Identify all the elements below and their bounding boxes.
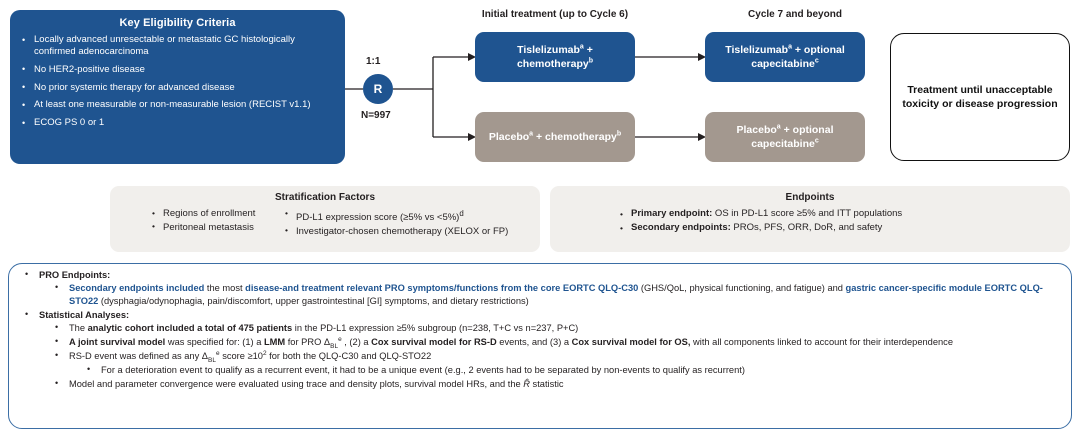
pro-list: PRO Endpoints: Secondary endpoints inclu…	[17, 268, 1063, 391]
list-item: PD-L1 expression score (≥5% vs <5%)d	[283, 207, 540, 225]
list-item: No HER2-positive disease	[20, 63, 335, 76]
stat-item: The analytic cohort included a total of …	[17, 321, 1063, 335]
list-item: Secondary endpoints: PROs, PFS, ORR, DoR…	[618, 221, 1070, 235]
arm-label: Placeboa + chemotherapyb	[488, 130, 622, 144]
arm-cycle7-placebo: Placeboa + optional capecitabinec	[705, 112, 865, 162]
list-item: At least one measurable or non-measurabl…	[20, 99, 335, 111]
endpoints-list: Primary endpoint: OS in PD-L1 score ≥5% …	[550, 207, 1070, 235]
endpoints-title: Endpoints	[785, 192, 835, 203]
randomization-ratio: 1:1	[366, 56, 381, 67]
treatment-until-progression-box: Treatment until unacceptable toxicity or…	[890, 33, 1070, 161]
statistical-analyses-heading: Statistical Analyses:	[17, 308, 1063, 321]
pro-endpoints-detail: Secondary endpoints included the most di…	[17, 281, 1063, 307]
eligibility-box: Key Eligibility Criteria Locally advance…	[10, 10, 345, 164]
list-item: ECOG PS 0 or 1	[20, 117, 335, 129]
stat-sub-item: For a deterioration event to qualify as …	[17, 363, 1063, 377]
arm-label: Tislelizumaba + chemotherapyb	[516, 43, 594, 71]
arm-initial-tislelizumab: Tislelizumaba + chemotherapyb	[475, 32, 635, 82]
list-item: Investigator-chosen chemotherapy (XELOX …	[283, 224, 540, 239]
stratification-list-right: PD-L1 expression score (≥5% vs <5%)d Inv…	[283, 207, 540, 238]
randomization-n: N=997	[361, 110, 391, 121]
list-item: Locally advanced unresectable or metasta…	[20, 33, 335, 58]
arm-label: Placeboa + optional capecitabinec	[736, 123, 834, 151]
stat-item: A joint survival model was specified for…	[17, 335, 1063, 350]
list-item: Peritoneal metastasis	[150, 220, 275, 235]
stratification-list-left: Regions of enrollment Peritoneal metasta…	[150, 207, 275, 234]
stratification-title: Stratification Factors	[274, 192, 376, 203]
pro-endpoints-panel: PRO Endpoints: Secondary endpoints inclu…	[8, 263, 1072, 429]
stratification-factors-band: Stratification Factors Regions of enroll…	[110, 186, 540, 252]
stat-item: RS-D event was defined as any ΔBLe score…	[17, 349, 1063, 364]
eligibility-list: Locally advanced unresectable or metasta…	[20, 33, 335, 129]
randomization-node: R	[363, 74, 393, 104]
list-item: No prior systemic therapy for advanced d…	[20, 81, 335, 94]
arm-cycle7-tislelizumab: Tislelizumaba + optional capecitabinec	[705, 32, 865, 82]
arm-label: Tislelizumaba + optional capecitabinec	[725, 43, 845, 71]
list-item: Primary endpoint: OS in PD-L1 score ≥5% …	[618, 207, 1070, 221]
eligibility-title: Key Eligibility Criteria	[119, 17, 236, 29]
endpoints-band: Endpoints Primary endpoint: OS in PD-L1 …	[550, 186, 1070, 252]
pro-endpoints-heading: PRO Endpoints:	[17, 268, 1063, 281]
column-header-initial-treatment: Initial treatment (up to Cycle 6)	[481, 9, 629, 20]
list-item: Regions of enrollment	[150, 207, 275, 221]
column-header-cycle7: Cycle 7 and beyond	[748, 9, 842, 20]
until-progression-text: Treatment until unacceptable toxicity or…	[902, 84, 1058, 110]
convergence-item: Model and parameter convergence were eva…	[17, 377, 1063, 391]
arm-initial-placebo: Placeboa + chemotherapyb	[475, 112, 635, 162]
